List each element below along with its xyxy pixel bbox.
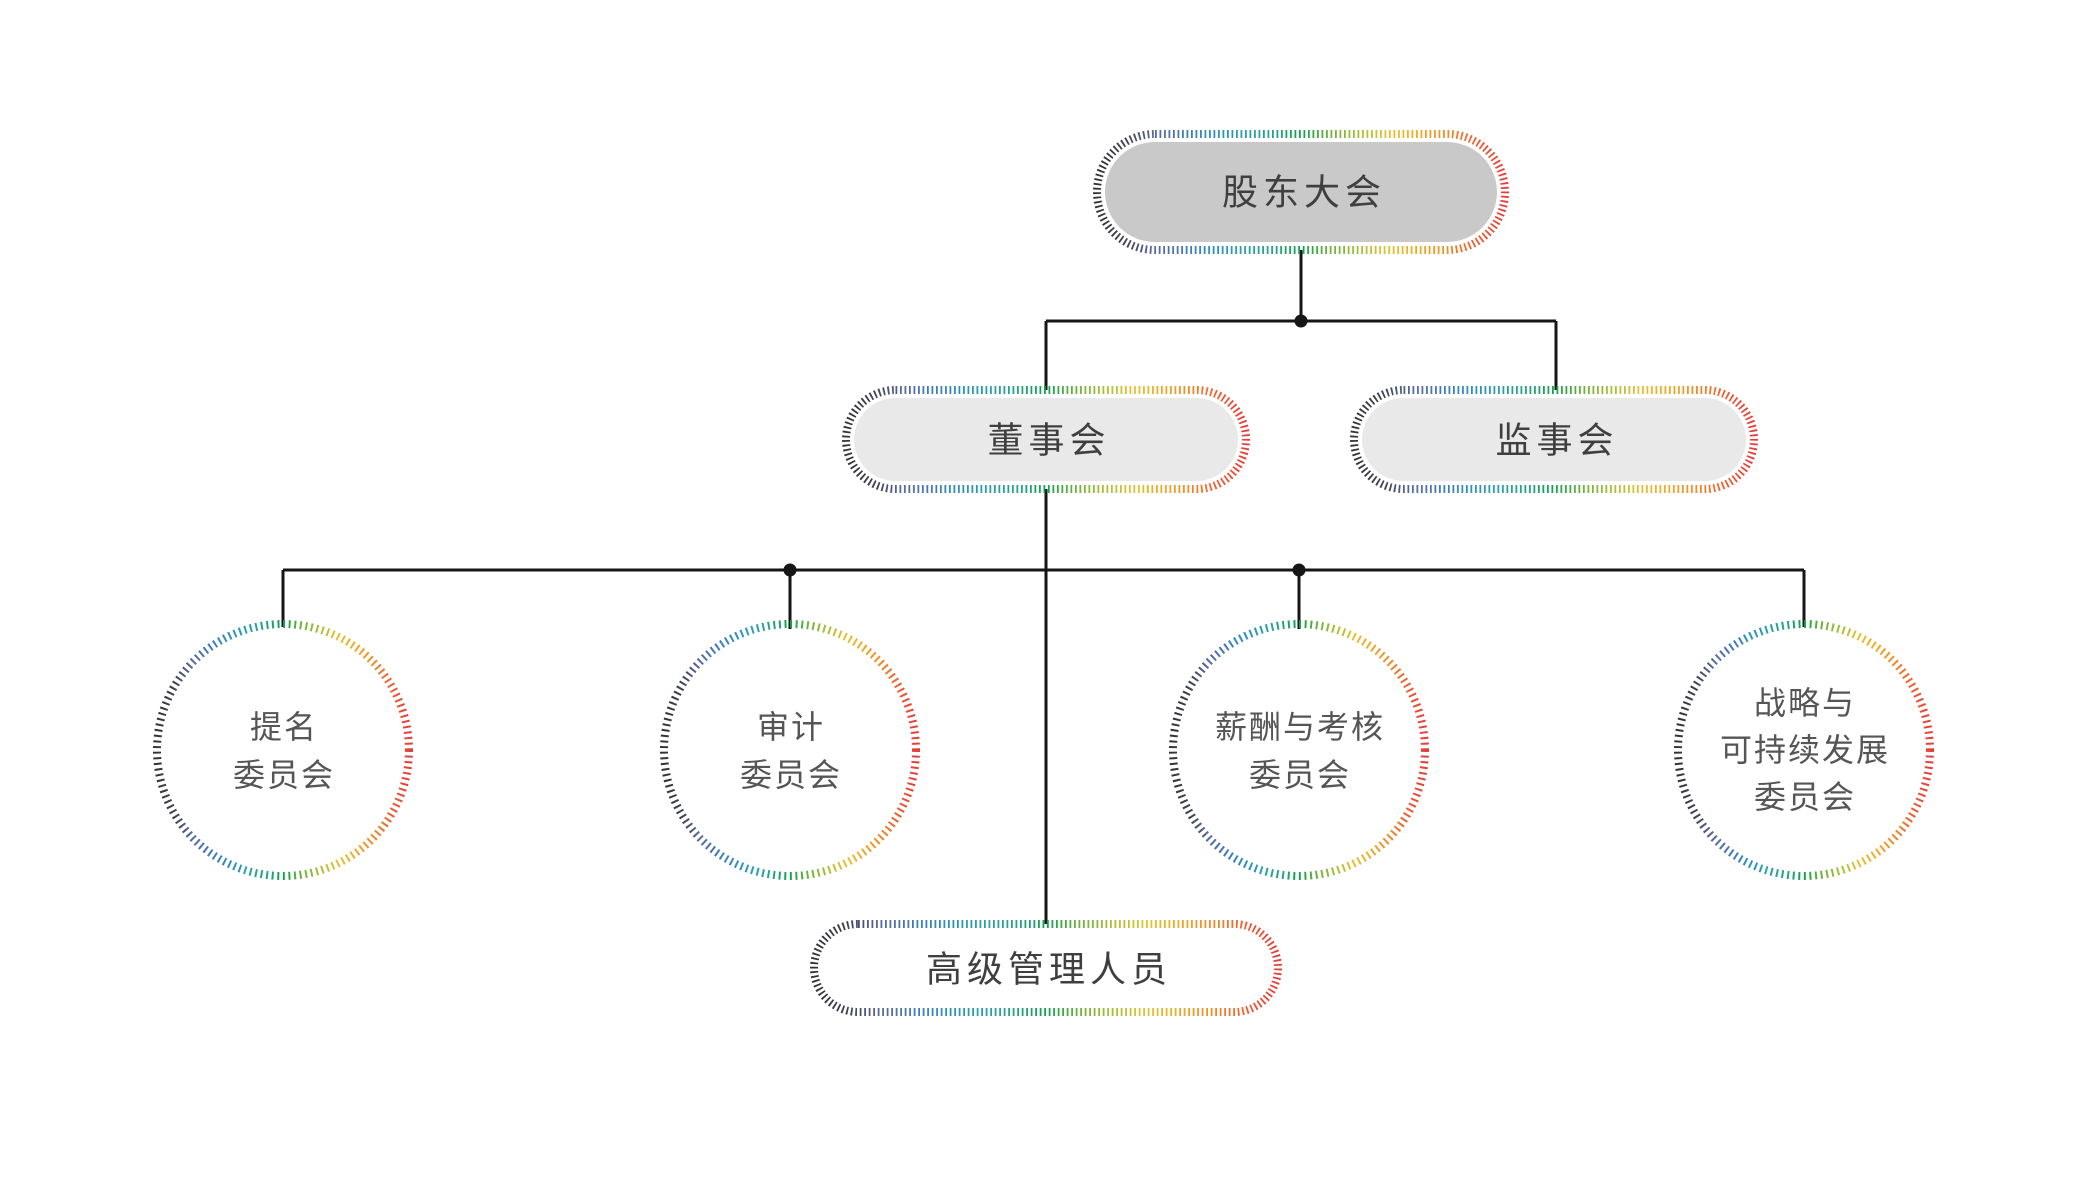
node-board-of-directors: 董事会 (842, 386, 1250, 493)
node-strategy-label-line1: 战略与 (1754, 685, 1856, 721)
node-strategy-bg (1684, 630, 1924, 870)
node-supervisory-bg (1362, 398, 1746, 481)
connector-lines (281, 250, 1806, 924)
junction-dot-compensation (1292, 563, 1306, 577)
node-audit-label-line2: 委员会 (740, 757, 842, 793)
node-supervisory-board: 监事会 (1350, 386, 1758, 493)
node-audit-label-line1: 审计 (757, 709, 825, 745)
node-shareholders-bg (1105, 142, 1497, 242)
node-audit-tick-border (660, 620, 920, 880)
node-compensation-committee: 薪酬与考核 委员会 (1169, 620, 1429, 880)
node-board-bg (854, 398, 1238, 481)
node-nomination-bg (163, 630, 403, 870)
node-compensation-bg (1179, 630, 1419, 870)
junction-dot-audit (783, 563, 797, 577)
node-audit-committee: 审计 委员会 (660, 620, 920, 880)
node-board-tick-border (842, 386, 1250, 493)
node-supervisory-label: 监事会 (1495, 420, 1618, 461)
node-nomination-label-line1: 提名 (250, 709, 318, 745)
node-senior-management-bg (822, 932, 1270, 1004)
node-compensation-label-line2: 委员会 (1249, 757, 1351, 793)
node-senior-management-tick-border (810, 920, 1282, 1016)
node-strategy-tick-border (1674, 620, 1934, 880)
node-shareholders-tick-border (1093, 130, 1509, 254)
node-compensation-tick-border (1169, 620, 1429, 880)
node-shareholders-meeting: 股东大会 (1093, 130, 1509, 254)
junction-dot-top (1294, 314, 1308, 328)
node-nomination-label-line2: 委员会 (233, 757, 335, 793)
node-supervisory-tick-border (1350, 386, 1758, 493)
node-board-label: 董事会 (987, 420, 1110, 461)
node-nomination-tick-border (153, 620, 413, 880)
node-audit-bg (670, 630, 910, 870)
node-strategy-label-line2: 可持续发展 (1720, 732, 1890, 768)
node-shareholders-label: 股东大会 (1222, 172, 1386, 213)
node-nomination-committee: 提名 委员会 (153, 620, 413, 880)
node-strategy-committee: 战略与 可持续发展 委员会 (1674, 620, 1934, 880)
node-senior-management: 高级管理人员 (810, 920, 1282, 1016)
node-compensation-label-line1: 薪酬与考核 (1215, 709, 1385, 745)
node-senior-management-label: 高级管理人员 (926, 949, 1172, 990)
node-strategy-label-line3: 委员会 (1754, 779, 1856, 815)
